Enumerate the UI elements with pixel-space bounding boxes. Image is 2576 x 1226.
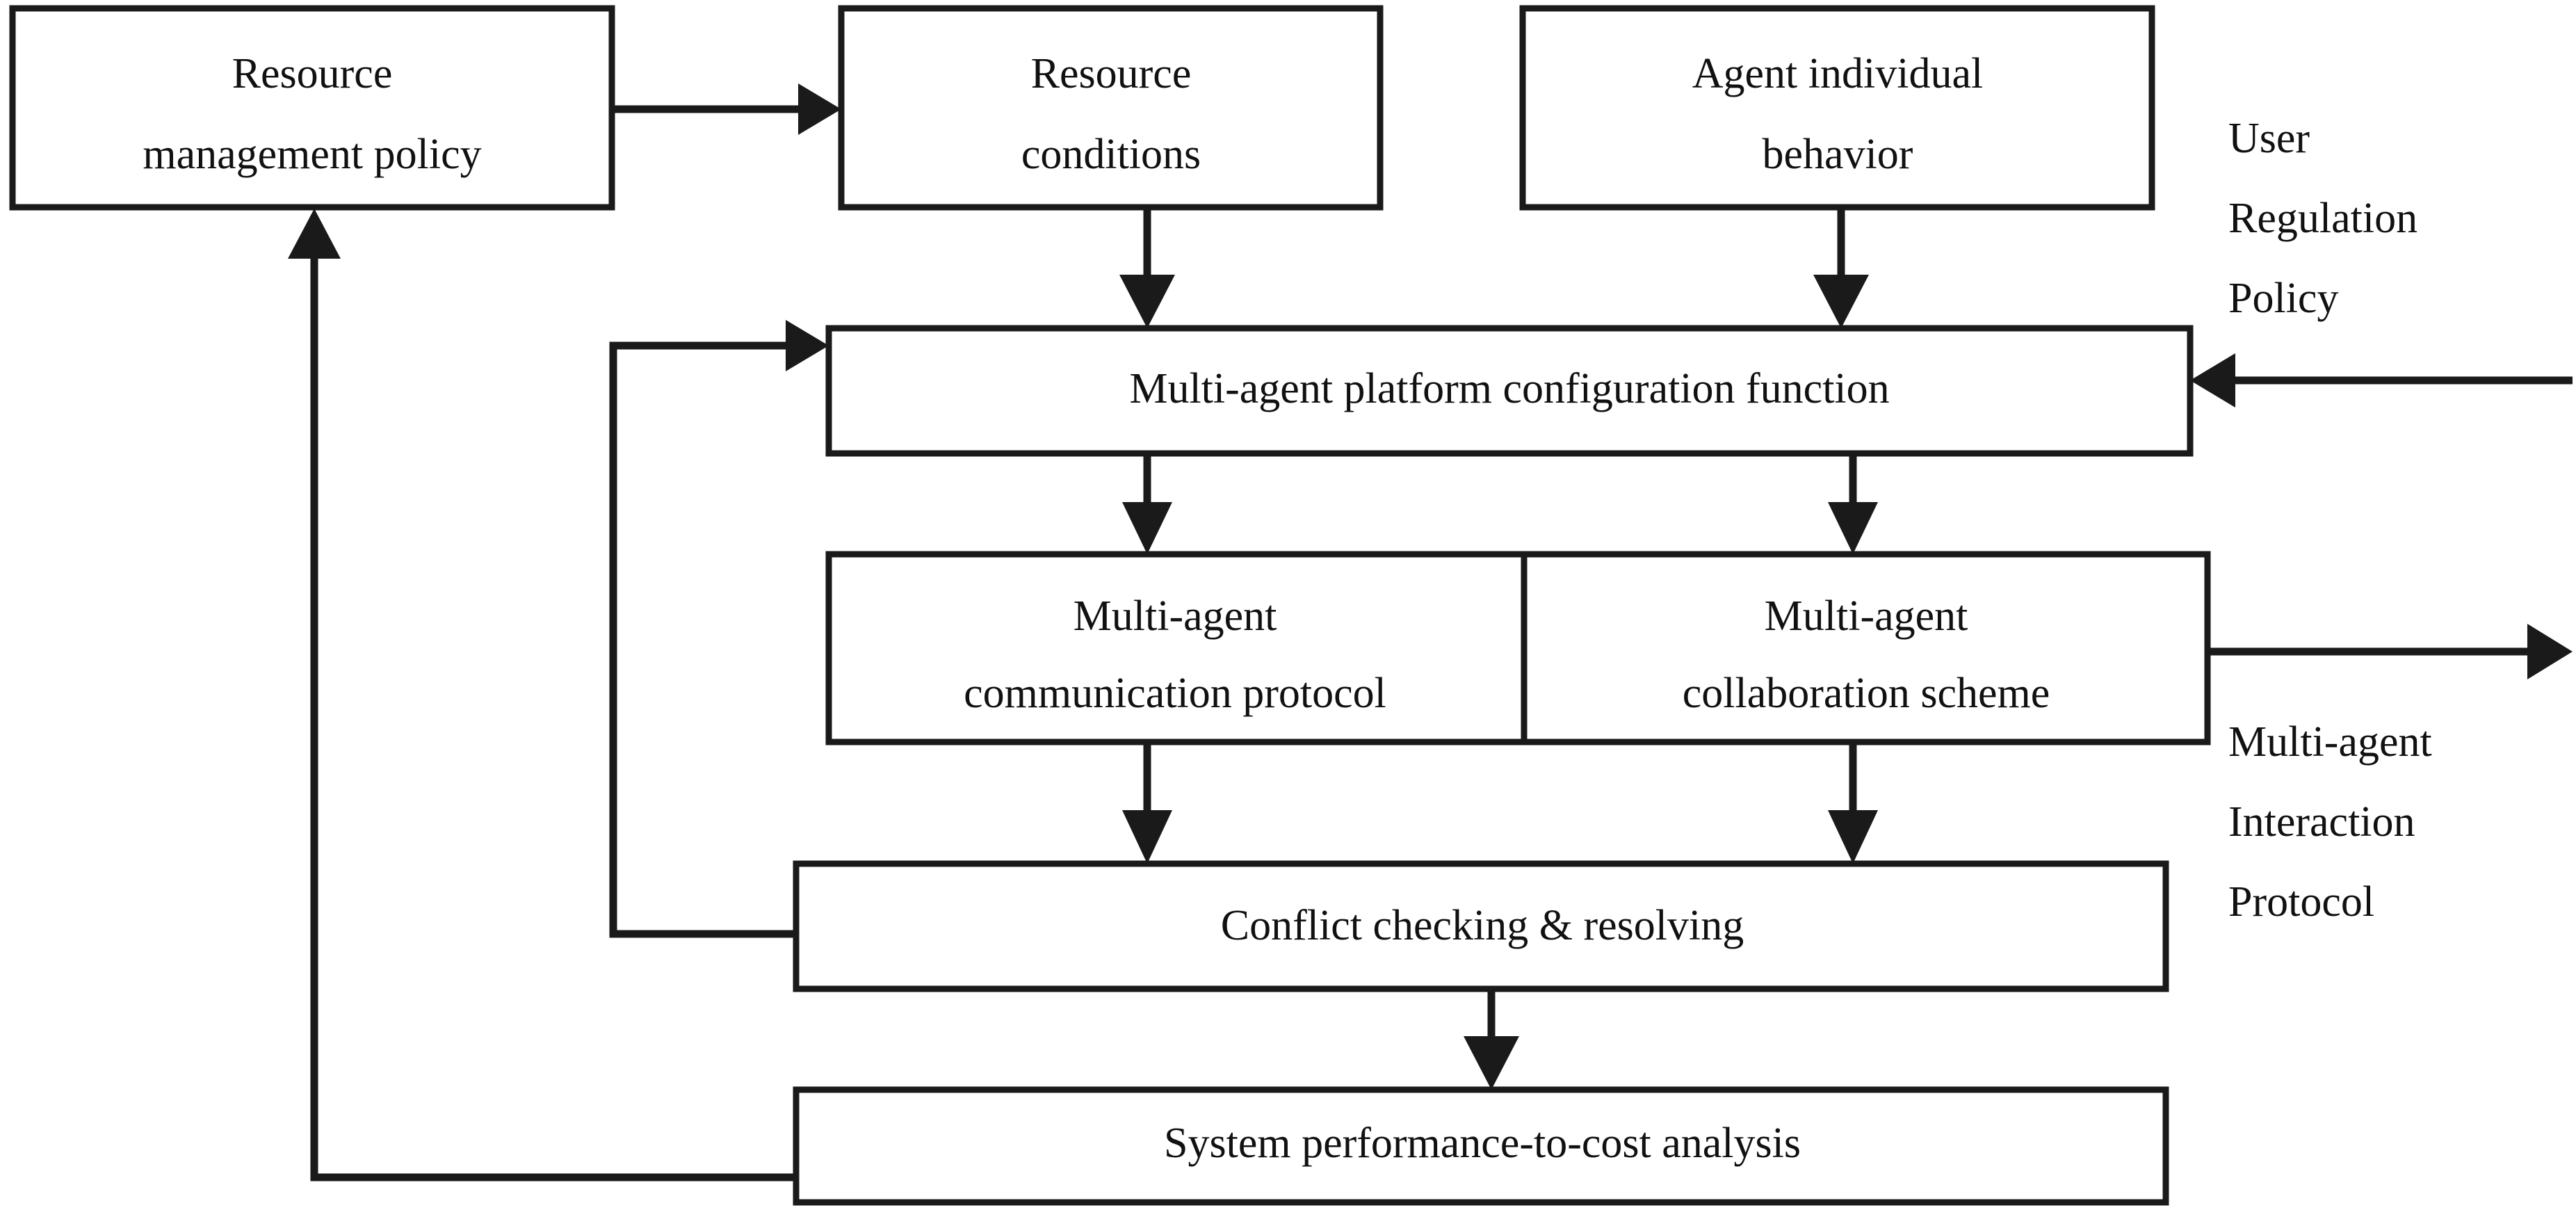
box-label-collaboration-scheme-line2: collaboration scheme [1683,670,2050,717]
connector-performance-feedback-to-policy [288,209,796,1181]
box-label-system-performance-to-cost-analysis: System performance-to-cost analysis [1164,1120,1801,1167]
connector-behavior-to-configuration [1813,207,1869,328]
connector-configuration-to-communication [1122,453,1172,554]
connector-conflict-feedback-to-configuration [609,320,829,938]
box-label-communication-protocol-line2: communication protocol [964,670,1386,717]
box-label-conflict-checking-resolving: Conflict checking & resolving [1221,902,1744,949]
box-conflict-checking-resolving[interactable]: Conflict checking & resolving [793,860,2169,992]
box-system-performance-to-cost-analysis[interactable]: System performance-to-cost analysis [793,1086,2169,1206]
side-label-multi-agent-interaction-protocol-line1: Multi-agent [2228,718,2432,766]
connector-communication-to-conflict [1122,741,1172,864]
side-label-user-regulation-policy-line2: Regulation [2228,195,2417,242]
side-label-user-regulation-policy-line1: User [2228,115,2310,162]
side-label-multi-agent-interaction-protocol-line2: Interaction [2228,798,2415,846]
box-platform-configuration-function[interactable]: Multi-agent platform configuration funct… [825,325,2194,457]
side-label-multi-agent-interaction-protocol-line3: Protocol [2228,878,2374,926]
connector-collaboration-to-interaction-protocol [2208,624,2573,679]
connector-collaboration-to-conflict [1828,741,1878,864]
box-resource-management-policy[interactable]: Resource management policy [9,5,615,211]
connector-conditions-to-configuration [1119,207,1175,328]
connector-configuration-to-collaboration [1828,453,1878,554]
box-agent-individual-behavior[interactable]: Agent individual behavior [1519,5,2155,211]
box-label-platform-configuration-function: Multi-agent platform configuration funct… [1129,365,1889,412]
box-multi-agent-collaboration-scheme[interactable]: Multi-agent collaboration scheme [1683,592,2050,717]
connector-conflict-to-performance [1464,988,1519,1090]
box-multi-agent-communication-protocol[interactable]: Multi-agent communication protocol [964,592,1386,717]
box-label-agent-individual-behavior-line1: Agent individual [1692,50,1983,97]
side-label-multi-agent-interaction-protocol: Multi-agent Interaction Protocol [2228,718,2432,926]
box-label-resource-management-policy-line1: Resource [232,50,393,97]
side-label-user-regulation-policy-line3: Policy [2228,275,2338,322]
connector-user-policy-to-configuration [2190,353,2573,408]
box-label-resource-management-policy-line2: management policy [143,131,481,178]
connector-policy-to-conditions [612,83,841,135]
box-label-resource-conditions-line2: conditions [1021,131,1201,178]
box-label-agent-individual-behavior-line2: behavior [1763,131,1913,178]
box-label-resource-conditions-line1: Resource [1031,50,1192,97]
box-label-collaboration-scheme-line1: Multi-agent [1765,592,1968,640]
box-resource-conditions[interactable]: Resource conditions [838,5,1384,211]
box-label-communication-protocol-line1: Multi-agent [1074,592,1277,640]
side-label-user-regulation-policy: User Regulation Policy [2228,115,2417,322]
box-multi-agent-protocols-group [825,551,2211,745]
